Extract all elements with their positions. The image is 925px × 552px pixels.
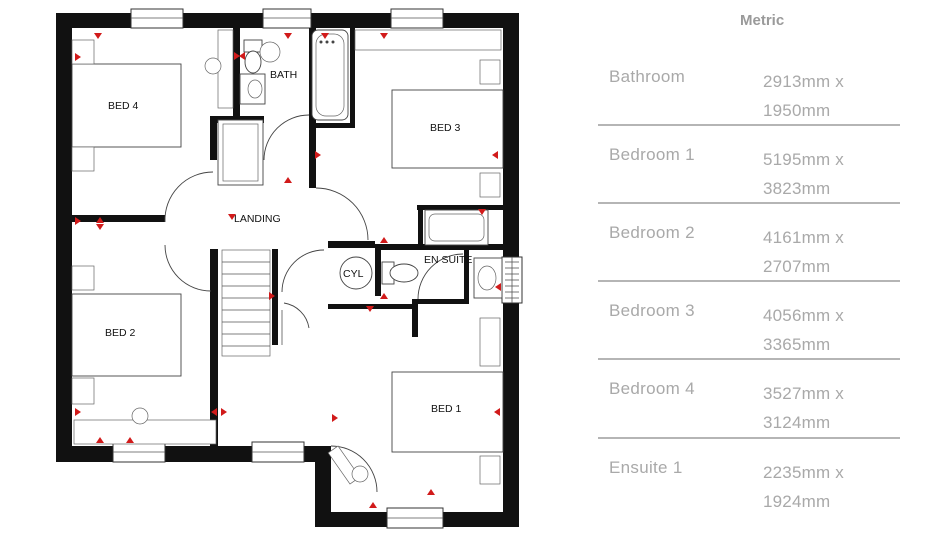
- label-bed-2: BED 2: [105, 327, 136, 339]
- red-marker: [126, 437, 134, 443]
- red-marker: [366, 306, 374, 312]
- dimension-length: 3823mm: [763, 179, 831, 198]
- red-markers: [75, 33, 501, 508]
- room-dimensions: 3527mm x 3124mm: [763, 379, 844, 437]
- bed-1: BED 1: [281, 310, 504, 493]
- red-marker: [96, 437, 104, 443]
- landing: LANDING: [164, 114, 369, 329]
- red-marker: [315, 151, 321, 159]
- red-marker: [478, 209, 486, 215]
- red-marker: [228, 214, 236, 220]
- red-marker: [380, 237, 388, 243]
- dimension-width: 4161mm x: [763, 228, 844, 247]
- room-dimensions: 2235mm x 1924mm: [763, 458, 844, 516]
- red-marker: [234, 52, 240, 60]
- staircase: [221, 249, 271, 357]
- schedule-row: Bedroom 3 4056mm x 3365mm: [598, 294, 900, 372]
- red-marker: [494, 408, 500, 416]
- label-cyl: CYL: [343, 268, 364, 280]
- red-marker: [380, 293, 388, 299]
- label-landing: LANDING: [234, 213, 281, 225]
- room-name: Bedroom 4: [609, 379, 695, 398]
- schedule-header: Metric: [740, 12, 785, 29]
- dimension-width: 2235mm x: [763, 463, 844, 482]
- room-dimensions: 4161mm x 2707mm: [763, 223, 844, 281]
- room-name: Ensuite 1: [609, 458, 683, 477]
- room-name: Bedroom 3: [609, 301, 695, 320]
- windows: [112, 8, 523, 529]
- floor-plan: BED 4 BATH BED 3 LANDING: [56, 8, 523, 529]
- schedule-divider: [598, 280, 900, 282]
- bathroom: BATH: [239, 29, 349, 121]
- red-marker: [369, 502, 377, 508]
- red-marker: [321, 33, 329, 39]
- schedule-row: Bathroom 2913mm x 1950mm: [598, 60, 900, 138]
- label-bath: BATH: [270, 69, 297, 81]
- red-marker: [380, 33, 388, 39]
- red-marker: [284, 33, 292, 39]
- schedule-divider: [598, 358, 900, 360]
- en-suite: EN SUITE: [381, 209, 503, 300]
- schedule-divider: [598, 124, 900, 126]
- schedule-divider: [598, 437, 900, 439]
- label-bed-4: BED 4: [108, 100, 139, 112]
- cylinder-cupboard: CYL: [339, 256, 373, 290]
- dimension-width: 5195mm x: [763, 150, 844, 169]
- red-marker: [211, 408, 217, 416]
- room-dimensions: 4056mm x 3365mm: [763, 301, 844, 359]
- schedule-row: Bedroom 1 5195mm x 3823mm: [598, 138, 900, 216]
- dimension-length: 1924mm: [763, 492, 831, 511]
- dimension-width: 2913mm x: [763, 72, 844, 91]
- schedule-divider: [598, 202, 900, 204]
- bed-4: BED 4: [71, 29, 234, 172]
- red-marker: [75, 408, 81, 416]
- room-dimensions: 5195mm x 3823mm: [763, 145, 844, 203]
- red-marker: [332, 414, 338, 422]
- label-en-suite: EN SUITE: [424, 254, 472, 266]
- dimension-length: 3365mm: [763, 335, 831, 354]
- red-marker: [495, 283, 501, 291]
- room-name: Bedroom 2: [609, 223, 695, 242]
- label-bed-3: BED 3: [430, 122, 461, 134]
- bed-2: BED 2: [71, 265, 217, 445]
- schedule-row: Ensuite 1 2235mm x 1924mm: [598, 451, 900, 529]
- red-marker: [221, 408, 227, 416]
- label-bed-1: BED 1: [431, 403, 462, 415]
- room-name: Bathroom: [609, 67, 686, 86]
- dimension-width: 3527mm x: [763, 384, 844, 403]
- red-marker: [94, 33, 102, 39]
- red-marker: [239, 52, 245, 60]
- red-marker: [427, 489, 435, 495]
- red-marker: [96, 217, 104, 223]
- red-marker: [75, 53, 81, 61]
- dimension-length: 2707mm: [763, 257, 831, 276]
- room-name: Bedroom 1: [609, 145, 695, 164]
- red-marker: [96, 224, 104, 230]
- schedule-row: Bedroom 4 3527mm x 3124mm: [598, 372, 900, 450]
- red-marker: [492, 151, 498, 159]
- dimension-width: 4056mm x: [763, 306, 844, 325]
- red-marker: [269, 292, 275, 300]
- schedule-row: Bedroom 2 4161mm x 2707mm: [598, 216, 900, 294]
- shower-tray: [217, 119, 264, 186]
- dimension-length: 1950mm: [763, 101, 831, 120]
- dimension-length: 3124mm: [763, 413, 831, 432]
- bed-3: BED 3: [354, 29, 504, 198]
- room-dimensions: 2913mm x 1950mm: [763, 67, 844, 125]
- red-marker: [284, 177, 292, 183]
- red-marker: [75, 217, 81, 225]
